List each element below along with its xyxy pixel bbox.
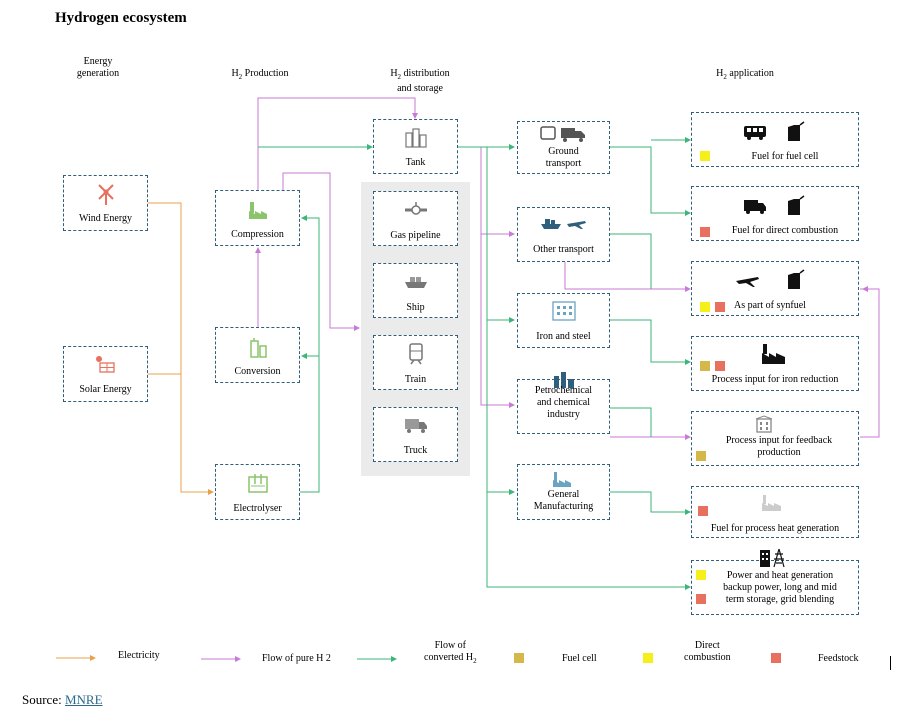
ship-icon [404,277,427,288]
solar-energy-box[interactable]: Solar Energy [63,346,148,402]
legend-converted-h2-arrow [357,656,397,662]
swatch-feedstock [698,506,708,516]
tank-box[interactable]: Tank [373,119,458,174]
manufacturing-icon [552,472,571,487]
conversion-box[interactable]: Conversion [215,327,300,383]
header-h2-application: H2 application [716,68,774,81]
train-icon [408,343,423,365]
truck-icon [404,419,427,433]
electrolyser-box[interactable]: Electrolyser [215,464,300,520]
iron-steel-label: Iron and steel [536,331,591,342]
compression-plant-icon [248,202,267,219]
conversion-plant-icon [249,338,267,358]
header-h2-distribution: H2 distribution and storage [390,68,450,94]
general-manufacturing-label: General Manufacturing [533,489,594,512]
app-direct-combustion-label: Fuel for direct combustion [731,225,839,236]
legend-pure-h2-arrow [201,656,241,662]
legend-fuel-cell-swatch [514,653,524,663]
train-label: Train [404,374,427,385]
legend-pure-h2-label: Flow of pure H 2 [262,653,331,664]
other-transport-label: Other transport [533,244,594,255]
wind-energy-label: Wind Energy [78,213,132,224]
legend-converted-h2-label: Flow of converted H2 [424,640,477,665]
building-icon [755,415,773,433]
gas-pipeline-label: Gas pipeline [390,230,441,241]
bus-jerrycan-icon [744,121,805,141]
truck-label: Truck [403,445,428,456]
app-power-heat-label: Power and heat generation backup power, … [723,570,837,605]
ground-transport-label: Ground transport [545,146,582,169]
refinery-icon [553,372,574,388]
app-power-heat-box[interactable]: Power and heat generation backup power, … [691,548,859,615]
app-direct-combustion-box[interactable]: Fuel for direct combustion [691,186,859,241]
legend-feedstock-swatch [771,653,781,663]
other-transport-box[interactable]: Other transport [517,207,610,262]
source-line: Source: MNRE [22,692,103,707]
industrial-plant-icon [762,344,785,364]
app-fuel-cell-box[interactable]: Fuel for fuel cell [691,112,859,167]
ground-transport-box[interactable]: Ground transport [517,121,610,174]
text-cursor [890,656,891,670]
ship-label: Ship [406,302,425,313]
ship-plane-icon [540,219,586,229]
truck-box[interactable]: Truck [373,407,458,462]
wind-energy-box[interactable]: Wind Energy [63,175,148,231]
diagram-title: Hydrogen ecosystem [55,10,187,26]
train-box[interactable]: Train [373,335,458,390]
swatch-direct-combustion [700,151,710,161]
swatch-direct-combustion [696,570,706,580]
compression-box[interactable]: Compression [215,190,300,246]
conversion-label: Conversion [234,366,281,377]
legend-direct-combustion-swatch [643,653,653,663]
swatch-direct-combustion [700,302,710,312]
building-pylon-icon [760,548,785,568]
app-fuel-cell-label: Fuel for fuel cell [751,151,819,162]
source-link[interactable]: MNRE [64,692,103,707]
iron-steel-box[interactable]: Iron and steel [517,293,610,348]
tank-icon [404,128,427,148]
swatch-feedstock [700,227,710,237]
swatch-feedstock [715,361,725,371]
header-energy-generation: Energy generation [76,56,120,79]
electrolyser-label: Electrolyser [233,503,282,514]
solar-energy-label: Solar Energy [79,384,132,395]
app-iron-reduction-label: Process input for iron reduction [711,374,839,385]
legend-feedstock-label: Feedstock [818,653,859,664]
app-process-heat-box[interactable]: Fuel for process heat generation [691,486,859,538]
app-feedback-production-box[interactable]: Process input for feedback production [691,411,859,466]
swatch-feedstock [696,594,706,604]
app-iron-reduction-box[interactable]: Process input for iron reduction [691,336,859,391]
legend-electricity-arrow [56,655,96,661]
legend-electricity-label: Electricity [118,650,160,661]
solar-panel-icon [95,356,115,373]
tank-label: Tank [405,157,426,168]
legend-direct-combustion-label: Direct combustion [684,640,731,663]
wind-turbine-icon [97,184,114,205]
factory-outline-icon [762,495,781,511]
app-synfuel-label: As part of synfuel [734,300,806,311]
ship-box[interactable]: Ship [373,263,458,318]
plane-jerrycan-icon [736,269,805,289]
app-process-heat-label: Fuel for process heat generation [710,523,840,534]
petrochemical-label: Petrochemical and chemical industry [534,385,593,420]
electrolyser-icon [247,474,268,493]
factory-icon [551,301,576,321]
app-feedback-production-label: Process input for feedback production [725,435,833,458]
swatch-feedstock [715,302,725,312]
general-manufacturing-box[interactable]: General Manufacturing [517,464,610,520]
legend-fuel-cell-label: Fuel cell [562,653,597,664]
header-h2-production: H2 Production [231,68,289,81]
swatch-fuel-cell [696,451,706,461]
petrochemical-box[interactable]: Petrochemical and chemical industry [517,372,610,434]
app-synfuel-box[interactable]: As part of synfuel [691,261,859,316]
gas-pipeline-box[interactable]: Gas pipeline [373,191,458,246]
gas-pipeline-icon [404,202,427,215]
truck-jerrycan-icon [744,195,805,215]
train-truck-icon [539,126,585,142]
compression-label: Compression [231,229,284,240]
swatch-fuel-cell [700,361,710,371]
